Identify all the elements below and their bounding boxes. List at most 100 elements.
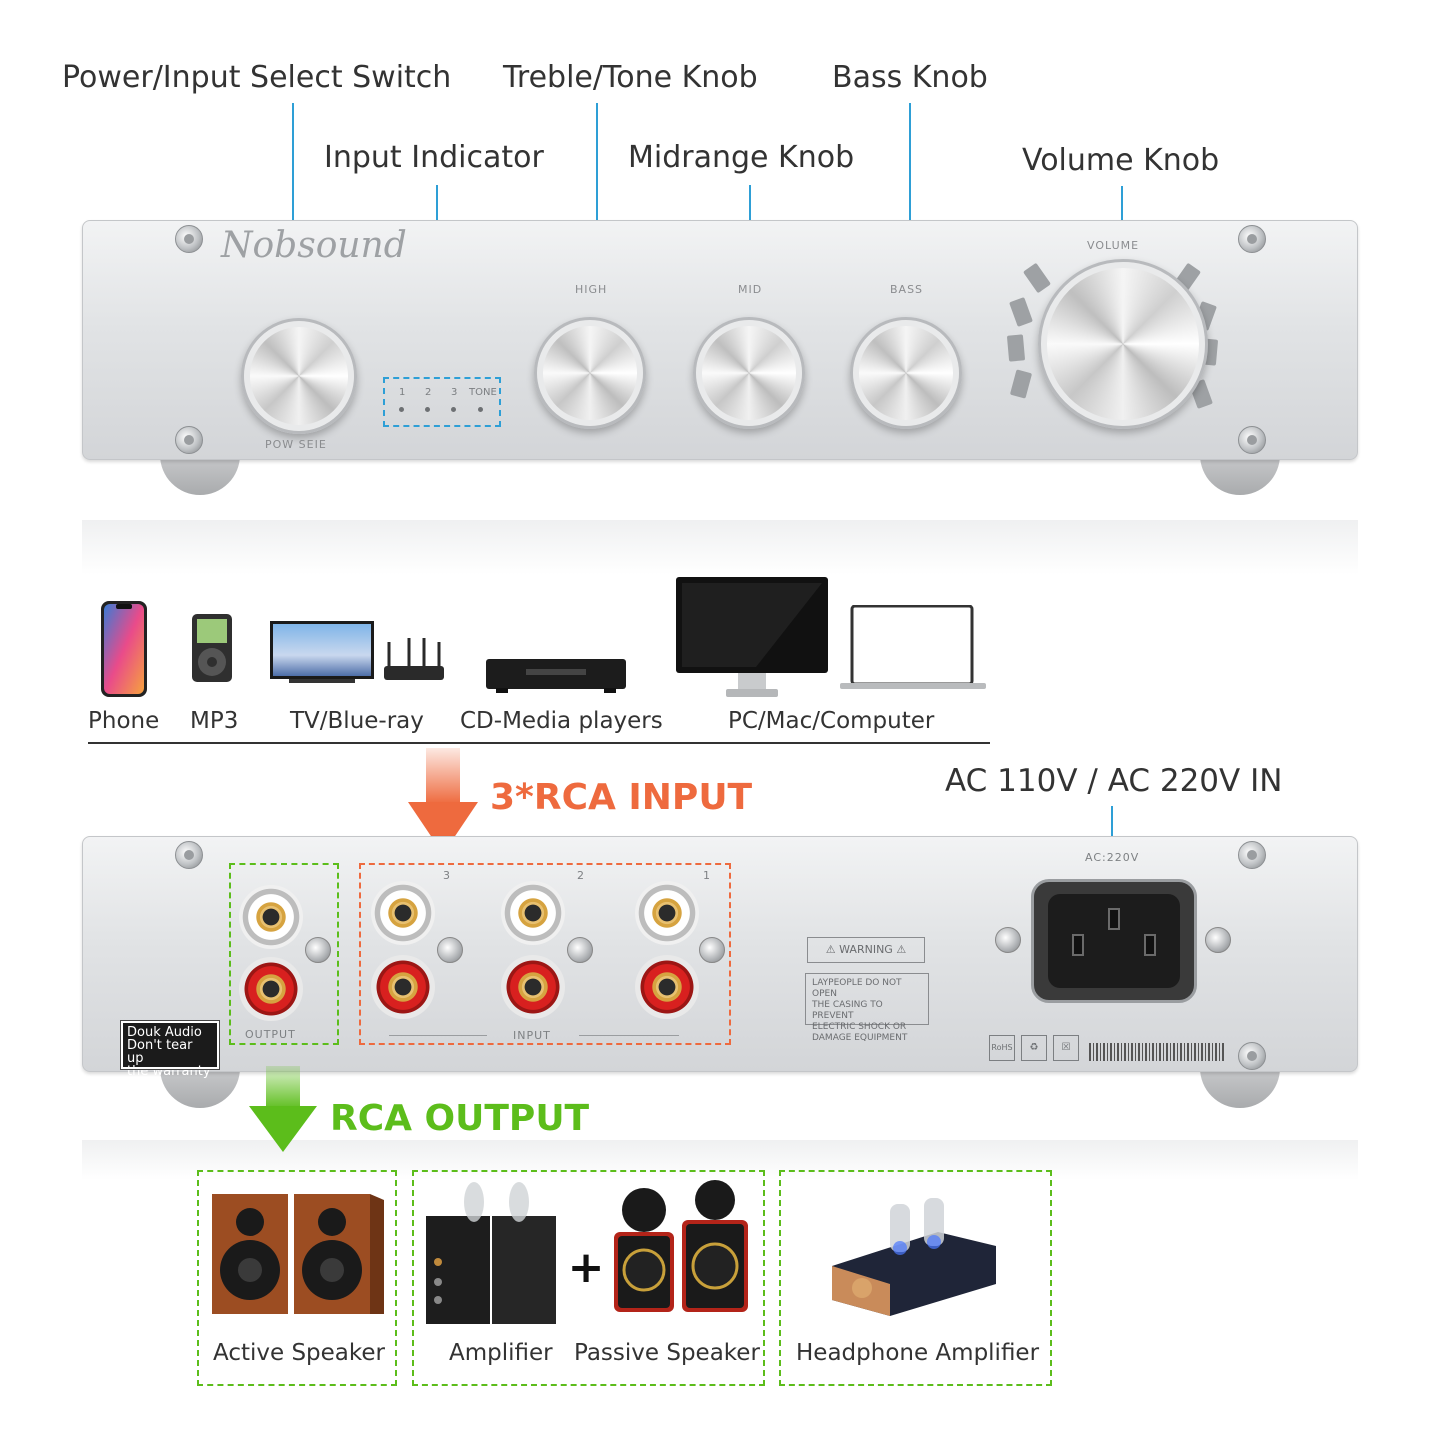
input-rule (389, 1035, 487, 1036)
sticker-line: the warranty (127, 1064, 211, 1079)
screw-icon (1238, 225, 1266, 253)
power-knob-label: POW SEIE (265, 438, 327, 451)
recycle-icon: ♻ (1021, 1035, 1047, 1061)
active-speaker-box (197, 1170, 397, 1386)
screw-icon (1238, 426, 1266, 454)
channel-number: 3 (443, 869, 451, 882)
indicator-led (451, 407, 456, 412)
treble-callout: Treble/Tone Knob (503, 60, 758, 95)
mid-knob-label: MID (738, 283, 763, 296)
input-indicator-callout: Input Indicator (324, 140, 544, 175)
device-divider (88, 742, 990, 744)
volume-scale-mark (1009, 369, 1033, 399)
output-label-passive-speaker: Passive Speaker (574, 1340, 760, 1366)
volume-knob-label: VOLUME (1087, 239, 1140, 252)
brand-logo: Nobsound (221, 225, 407, 266)
headphone-amplifier-box (779, 1170, 1052, 1386)
tube-amplifier-icon (424, 1182, 559, 1327)
rohs-icon: RoHS (989, 1035, 1015, 1061)
amplifier-passive-box (412, 1170, 765, 1386)
power-leader-line (292, 103, 294, 273)
front-foot-left (160, 455, 240, 495)
rca-input-2-left-jack[interactable] (501, 881, 565, 945)
power-select-knob[interactable] (241, 318, 357, 434)
input-indicator-panel: 1 2 3 TONE (383, 377, 501, 427)
rca-output-group (229, 863, 339, 1045)
indicator-label: 3 (451, 387, 458, 398)
screw-icon (995, 927, 1021, 953)
rear-panel: OUTPUT 3 2 1 INPUT ⚠ WARNING ⚠ LAYPEOPLE… (82, 836, 1358, 1078)
rca-input-1-left-jack[interactable] (635, 881, 699, 945)
volume-leader-line (1121, 186, 1123, 234)
tv-icon (269, 620, 449, 686)
rca-input-2-right-jack[interactable] (501, 955, 565, 1019)
socket-pin (1144, 934, 1156, 956)
mp3-player-icon (192, 614, 232, 682)
sticker-line: Douk Audio (127, 1025, 202, 1040)
volume-scale-mark (1009, 297, 1033, 327)
output-label-active-speaker: Active Speaker (213, 1340, 386, 1366)
bass-knob-label: BASS (890, 283, 924, 296)
weee-icon: ☒ (1053, 1035, 1079, 1061)
screw-icon (1238, 841, 1266, 869)
device-label-phone: Phone (88, 708, 160, 734)
computer-icon (676, 577, 828, 699)
rca-input-1-right-jack[interactable] (635, 955, 699, 1019)
rca-input-label: 3*RCA INPUT (490, 777, 753, 818)
bass-leader-line (909, 103, 911, 273)
socket-inner (1048, 894, 1180, 988)
midrange-knob[interactable] (693, 317, 805, 429)
rca-input-3-right-jack[interactable] (371, 955, 435, 1019)
warning-line: LAYPEOPLE DO NOT OPEN (812, 978, 902, 999)
treble-leader-line (596, 103, 598, 273)
screw-icon (175, 426, 203, 454)
input-arrow-shaft (426, 748, 460, 804)
device-label-computer: PC/Mac/Computer (728, 708, 935, 734)
output-arrow-icon (249, 1106, 317, 1152)
input-text: INPUT (513, 1029, 551, 1042)
rear-foot-right (1200, 1068, 1280, 1108)
rca-output-right-jack[interactable] (239, 957, 303, 1021)
phone-icon (100, 600, 148, 698)
headphone-amplifier-icon (828, 1188, 1000, 1318)
barcode (1089, 1043, 1225, 1061)
screw-icon (305, 937, 331, 963)
channel-number: 2 (577, 869, 585, 882)
socket-pin (1108, 908, 1120, 930)
warning-title-box: ⚠ WARNING ⚠ (807, 937, 925, 963)
ac-text: AC:220V (1085, 851, 1140, 864)
front-foot-right (1200, 455, 1280, 495)
socket-pin (1072, 934, 1084, 956)
indicator-label: TONE (469, 387, 497, 398)
indicator-led (399, 407, 404, 412)
channel-number: 1 (703, 869, 711, 882)
warning-text-box: LAYPEOPLE DO NOT OPEN THE CASING TO PREV… (805, 973, 929, 1043)
bass-knob[interactable] (850, 317, 962, 429)
warning-line: DAMAGE EQUIPMENT (812, 1033, 908, 1043)
screw-icon (699, 937, 725, 963)
rca-input-3-left-jack[interactable] (371, 881, 435, 945)
warning-title: WARNING (839, 943, 893, 956)
warning-line: THE CASING TO PREVENT (812, 1000, 883, 1021)
warning-line: ELECTRIC SHOCK OR (812, 1022, 907, 1032)
cd-player-icon (486, 655, 626, 693)
screw-icon (437, 937, 463, 963)
sticker-line: Don't tear up (127, 1038, 193, 1066)
volume-knob[interactable] (1038, 259, 1208, 429)
high-knob-label: HIGH (575, 283, 608, 296)
screw-icon (567, 937, 593, 963)
volume-scale-mark (1006, 334, 1026, 362)
active-speaker-icon (208, 1190, 386, 1320)
power-input-callout: Power/Input Select Switch (62, 60, 452, 95)
warning-icon: ⚠ (825, 943, 836, 956)
front-panel-reflection (82, 520, 1358, 575)
ac-power-socket[interactable] (1031, 879, 1197, 1003)
rca-output-left-jack[interactable] (239, 885, 303, 949)
laptop-icon (840, 604, 986, 691)
indicator-label: 1 (399, 387, 406, 398)
device-label-tv: TV/Blue-ray (290, 708, 424, 734)
bass-callout: Bass Knob (832, 60, 988, 95)
screw-icon (175, 841, 203, 869)
rca-output-label: RCA OUTPUT (330, 1098, 590, 1139)
treble-knob[interactable] (534, 317, 646, 429)
